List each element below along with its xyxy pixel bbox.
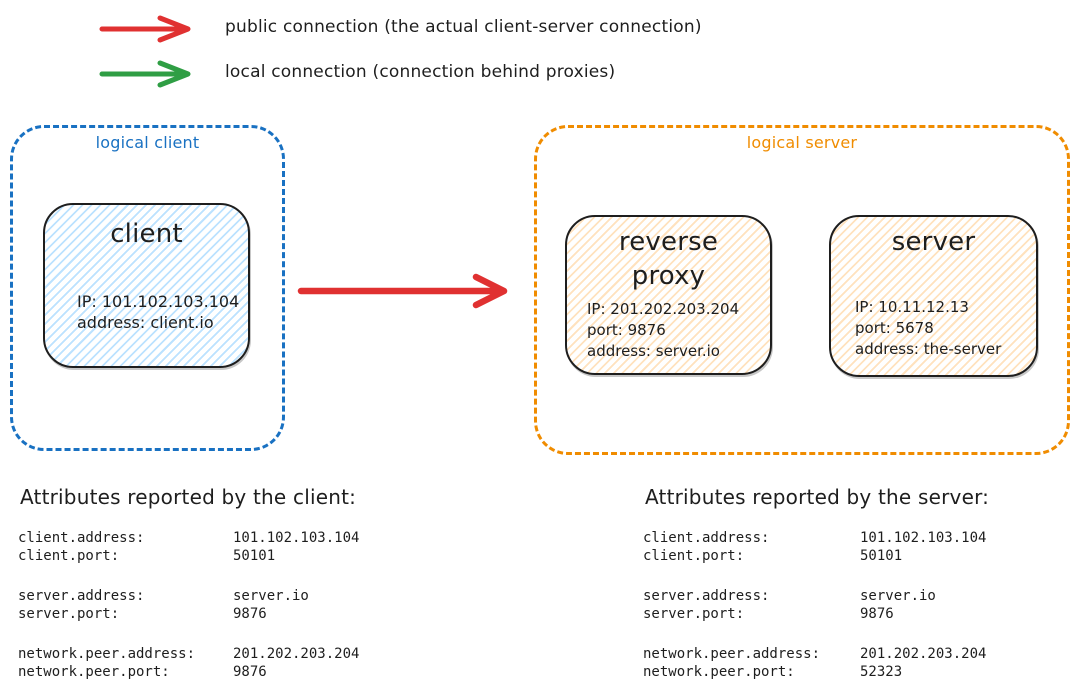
client-attr-group-server: server.address: server.io server.port: 9…: [18, 588, 359, 623]
reverse-proxy-node: reverse proxy IP: 201.202.203.204 port: …: [565, 215, 772, 375]
attr-value: 9876: [233, 663, 267, 680]
server-attr-group-network-peer: network.peer.address: 201.202.203.204 ne…: [643, 646, 989, 681]
attr-key: client.port:: [18, 547, 120, 564]
attr-value: 9876: [233, 605, 267, 622]
client-attributes-section: Attributes reported by the client: clien…: [18, 484, 359, 691]
logical-client-label: logical client: [95, 133, 200, 152]
proxy-ip-line: IP: 201.202.203.204: [587, 300, 740, 318]
client-node-details: IP: 101.102.103.104 address: client.io: [77, 291, 239, 333]
proxy-port-line: port: 9876: [587, 321, 666, 339]
attr-row: server.port: 9876: [18, 606, 359, 624]
attr-row: network.peer.port: 9876: [18, 664, 359, 682]
attr-key: network.peer.port:: [643, 663, 795, 680]
attr-key: client.port:: [643, 547, 745, 564]
client-address-line: address: client.io: [77, 313, 214, 332]
logical-server-group: logical server: [534, 125, 1070, 455]
server-attributes-section: Attributes reported by the server: clien…: [643, 484, 989, 691]
attr-key: server.port:: [18, 605, 120, 622]
attr-value: server.io: [233, 588, 309, 604]
client-attributes-heading: Attributes reported by the client:: [20, 485, 357, 509]
server-attr-group-client: client.address: 101.102.103.104 client.p…: [643, 530, 989, 565]
server-node-title: server: [891, 227, 976, 257]
client-node-title: client: [110, 219, 183, 249]
attr-row: client.port: 50101: [643, 548, 989, 566]
server-address-line: address: the-server: [855, 340, 1002, 358]
server-attr-group-server: server.address: server.io server.port: 9…: [643, 588, 989, 623]
proxy-address-line: address: server.io: [587, 342, 720, 360]
attr-key: network.peer.port:: [18, 663, 170, 680]
client-attr-group-network-peer: network.peer.address: 201.202.203.204 ne…: [18, 646, 359, 681]
attr-value: 50101: [860, 547, 903, 564]
server-attributes-heading: Attributes reported by the server:: [645, 485, 990, 509]
attr-key: client.address:: [18, 530, 145, 546]
attr-key: network.peer.address:: [18, 646, 196, 662]
attr-key: server.address:: [18, 588, 145, 604]
client-attributes-list: client.address: 101.102.103.104 client.p…: [18, 530, 359, 681]
logical-client-group: logical client: [10, 125, 285, 451]
attr-key: network.peer.address:: [643, 646, 821, 662]
public-connection-arrow-icon: [99, 15, 191, 43]
attr-value: 9876: [860, 605, 894, 622]
attr-value: 50101: [233, 547, 276, 564]
reverse-proxy-node-title: reverse proxy: [618, 227, 719, 291]
legend-label-local: local connection (connection behind prox…: [225, 62, 616, 82]
attr-value: 201.202.203.204: [860, 646, 987, 662]
client-node: client IP: 101.102.103.104 address: clie…: [43, 203, 250, 368]
attr-value: 201.202.203.204: [233, 646, 360, 662]
local-connection-arrow-icon: [99, 60, 191, 88]
attr-row: server.address: server.io: [18, 588, 359, 606]
server-node: server IP: 10.11.12.13 port: 5678 addres…: [829, 215, 1038, 377]
attr-row: server.address: server.io: [643, 588, 989, 606]
attr-row: server.port: 9876: [643, 606, 989, 624]
attr-row: network.peer.port: 52323: [643, 664, 989, 682]
attr-row: network.peer.address: 201.202.203.204: [18, 646, 359, 664]
attr-value: 101.102.103.104: [233, 530, 360, 546]
server-port-line: port: 5678: [855, 319, 934, 337]
logical-server-label: logical server: [746, 133, 858, 152]
reverse-proxy-node-details: IP: 201.202.203.204 port: 9876 address: …: [587, 299, 739, 362]
legend-label-public: public connection (the actual client-ser…: [225, 17, 702, 37]
attr-row: network.peer.address: 201.202.203.204: [643, 646, 989, 664]
attr-row: client.address: 101.102.103.104: [18, 530, 359, 548]
server-attributes-list: client.address: 101.102.103.104 client.p…: [643, 530, 989, 681]
attr-key: server.port:: [643, 605, 745, 622]
attr-row: client.port: 50101: [18, 548, 359, 566]
public-connection-main-arrow-icon: [297, 273, 508, 309]
server-ip-line: IP: 10.11.12.13: [855, 298, 969, 316]
attr-value: 52323: [860, 663, 903, 680]
attr-key: server.address:: [643, 588, 770, 604]
attr-row: client.address: 101.102.103.104: [643, 530, 989, 548]
attr-value: server.io: [860, 588, 936, 604]
attr-value: 101.102.103.104: [860, 530, 987, 546]
attr-key: client.address:: [643, 530, 770, 546]
server-node-details: IP: 10.11.12.13 port: 5678 address: the-…: [855, 297, 1001, 360]
client-ip-line: IP: 101.102.103.104: [77, 292, 240, 311]
client-attr-group-client: client.address: 101.102.103.104 client.p…: [18, 530, 359, 565]
